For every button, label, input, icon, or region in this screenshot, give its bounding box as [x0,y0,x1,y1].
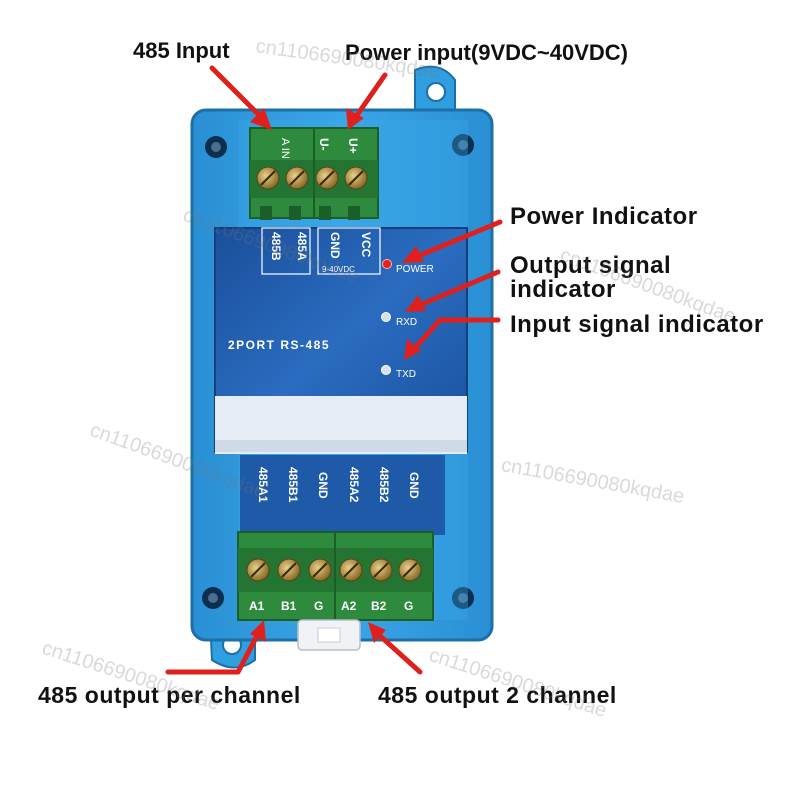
bottom-terminal-block [237,531,434,621]
bottom-label-485b1: 485B1 [286,467,300,503]
bottom-pin-a2: A2 [341,599,357,613]
txd-led-label: TXD [396,369,416,380]
top-pin-label-u-minus: U- [317,138,331,151]
bottom-pin-g1: G [314,599,323,613]
callout-power-indicator: Power Indicator [510,203,698,230]
bottom-pin-g2: G [404,599,413,613]
bottom-label-485a2: 485A2 [347,467,361,503]
power-led [382,259,392,269]
mounting-tab-top [414,65,456,121]
txd-led [381,365,391,375]
callout-485-output-per-channel: 485 output per channel [38,682,301,708]
bottom-label-485b2: 485B2 [377,467,391,503]
rxd-led-label: RXD [396,317,417,328]
top-terminal-block [249,127,379,220]
callout-power-input: Power input(9VDC~40VDC) [345,40,628,65]
callout-485-output-2-channel: 485 output 2 channel [378,682,617,708]
bottom-label-gnd1: GND [316,472,330,499]
bottom-pin-a1: A1 [249,599,265,613]
callout-arrows [165,65,503,675]
lower-label-panel [240,455,445,535]
bottom-label-485a1: 485A1 [256,467,270,503]
panel-label-485b: 485B [269,232,283,261]
panel-label-gnd: GND [328,232,342,259]
bottom-label-gnd2: GND [407,472,421,499]
top-pin-label-u-plus: U+ [346,138,360,154]
bottom-pin-b1: B1 [281,599,297,613]
callout-485-input: 485 Input [133,38,230,63]
power-led-label: POWER [396,264,434,275]
rxd-led [381,312,391,322]
board-title: 2PORT RS-485 [228,338,330,352]
corner-screws [202,134,474,609]
din-rail-clip [297,619,361,651]
panel-label-vcc: VCC [359,232,373,258]
panel-label-485a: 485A [295,232,309,261]
callout-output-signal-line2: indicator [510,276,616,303]
callout-input-signal: Input signal indicator [510,311,764,338]
callout-output-signal-line1: Output signal [510,252,672,279]
panel-voltage-note: 9-40VDC [322,265,355,274]
top-pin-label-a-in: A IN [279,138,291,159]
bottom-pin-b2: B2 [371,599,387,613]
